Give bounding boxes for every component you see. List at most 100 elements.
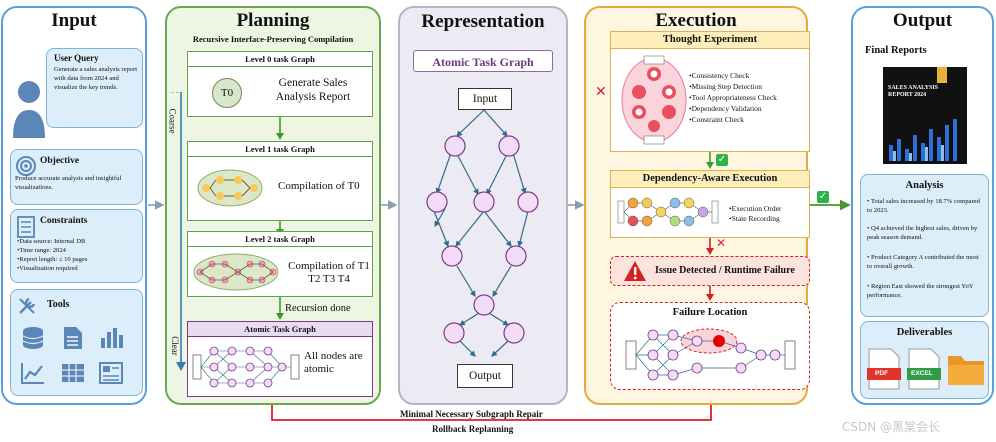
issue-x-icon: ✕: [716, 236, 727, 250]
report-bar-chart: [889, 119, 957, 161]
analysis-card: Analysis • Total sales increased by 18.7…: [860, 174, 989, 317]
level1-graph-box: Level 1 task Graph Compilation of T0: [187, 141, 373, 221]
atomic-graph-thumbnail: [192, 346, 300, 388]
rep-output-box: Output: [457, 364, 513, 388]
line-chart-icon: [21, 363, 44, 384]
rep-input-box: Input: [458, 88, 512, 110]
excel-label: EXCEL: [911, 370, 933, 377]
user-avatar-icon: [13, 81, 45, 138]
arrow-level0-to-level1: [276, 117, 284, 140]
user-query-card: User Query Generate a sales analysis rep…: [46, 48, 143, 128]
thought-experiment-title: Thought Experiment: [611, 32, 809, 49]
deliverables-card: Deliverables PDF EXCEL: [860, 321, 989, 399]
constraints-card: Constraints •Data source: Internal DB •T…: [10, 209, 143, 283]
bookmark-icon: [937, 67, 947, 83]
atomic-text: All nodes are atomic: [304, 350, 363, 375]
pdf-file-icon[interactable]: [867, 348, 901, 390]
target-icon: [16, 156, 36, 176]
objective-card: Objective Produce accurate analysis and …: [10, 149, 143, 205]
planning-panel: Planning Recursive Interface-Preserving …: [165, 6, 381, 405]
wrench-icon: [19, 297, 36, 314]
issue-detected-text: Issue Detected / Runtime Failure: [655, 265, 795, 276]
user-query-text: Generate a sales analysis report with da…: [54, 66, 138, 91]
level2-graph-thumbnail: [193, 253, 279, 291]
repair-label: Minimal Necessary Subgraph Repair: [400, 409, 543, 419]
input-panel: Input User Query Generate a sales analys…: [1, 6, 147, 405]
check-item: •Tool Appropriateness Check: [689, 93, 777, 102]
issue-detected-box: Issue Detected / Runtime Failure: [610, 256, 810, 286]
fail-x-icon: ✕: [595, 84, 607, 100]
report-cover: SALES ANALYSIS REPORT 2024: [883, 67, 967, 164]
warning-icon: [624, 261, 646, 281]
dependency-execution-box: Dependency-Aware Execution •Execution Or…: [610, 170, 810, 238]
level0-node: T0: [212, 78, 242, 108]
level1-graph-thumbnail: [197, 169, 263, 207]
planning-subtitle: Recursive Interface-Preserving Compilati…: [192, 34, 354, 44]
atomic-task-graph: [426, 109, 539, 357]
arrow-dependency-to-issue: [706, 238, 714, 255]
coarse-to-clear-arrow: [171, 92, 186, 371]
constraint-item: •Time range: 2024: [17, 247, 66, 254]
clear-label: Clear: [169, 336, 180, 356]
input-title: Input: [51, 10, 97, 31]
output-pass-check-icon: ✓: [817, 191, 829, 203]
constraints-title: Constraints: [40, 216, 88, 226]
thought-experiment-graph: [621, 55, 687, 145]
constraint-item: •Visualization required: [17, 265, 78, 272]
level2-text: Compilation of T1 T2 T3 T4: [288, 260, 370, 285]
final-reports-label: Final Reports: [865, 45, 927, 56]
level2-title: Level 2 task Graph: [188, 232, 372, 247]
arrow-level2-to-atomic: [276, 297, 284, 320]
pdf-label: PDF: [875, 370, 888, 377]
level0-text: Generate Sales Analysis Report: [275, 77, 351, 103]
failure-location-title: Failure Location: [672, 307, 748, 318]
checklist-icon: [17, 216, 35, 238]
representation-title: Representation: [421, 11, 545, 32]
atomic-task-graph-label: Atomic Task Graph: [413, 50, 553, 72]
output-panel: Output Final Reports SALES ANALYSIS REPO…: [851, 6, 994, 405]
user-query-title: User Query: [54, 53, 99, 63]
recursion-done-label: Recursion done: [285, 303, 351, 314]
database-icon: [22, 327, 44, 349]
watermark: CSDN @黑棠会长: [842, 420, 941, 434]
atomic-graph-box: Atomic Task Graph All nodes are atomic: [187, 321, 373, 397]
document-icon: [64, 327, 82, 349]
tools-title: Tools: [47, 299, 70, 310]
analysis-item: • Product Category A contributed the mos…: [867, 254, 979, 270]
arrow-issue-to-failure: [706, 286, 714, 301]
level1-title: Level 1 task Graph: [188, 142, 372, 157]
atomic-title: Atomic Task Graph: [188, 322, 372, 337]
tools-card: Tools: [10, 289, 143, 396]
analysis-item: • Q4 achieved the highest sales, driven …: [867, 225, 978, 241]
failure-location-graph: [625, 328, 796, 381]
execution-title: Execution: [655, 10, 737, 31]
output-title: Output: [892, 10, 953, 31]
level1-text: Compilation of T0: [278, 180, 360, 192]
check-item: •Dependency Validation: [689, 104, 762, 113]
objective-text: Produce accurate analysis and insightful…: [15, 175, 122, 191]
failure-location-box: Failure Location: [610, 302, 810, 390]
dependency-execution-title: Dependency-Aware Execution: [611, 171, 809, 188]
folder-icon[interactable]: [947, 352, 985, 386]
excel-file-icon[interactable]: [907, 348, 941, 390]
dashboard-icon: [99, 362, 123, 384]
pass-check-icon: ✓: [716, 154, 728, 166]
check-item: •Constraint Check: [689, 115, 744, 124]
coarse-label: Coarse: [167, 108, 178, 134]
level0-title: Level 0 task Graph: [188, 52, 372, 67]
dependency-graph: [617, 197, 719, 227]
replan-label: Rollback Replanning: [432, 424, 514, 434]
dependency-item: •Execution Order: [729, 204, 782, 213]
failure-node: [713, 335, 725, 347]
thought-experiment-box: Thought Experiment •Consistency Check •M…: [610, 31, 810, 152]
analysis-item: • Total sales increased by 18.7% compare…: [867, 198, 980, 214]
dependency-item: •State Recording: [729, 214, 780, 223]
check-item: •Consistency Check: [689, 71, 750, 80]
bar-chart-icon: [101, 328, 123, 348]
report-cover-title: SALES ANALYSIS REPORT 2024: [888, 85, 938, 98]
arrow-thought-to-dependency: [706, 152, 714, 169]
deliverables-title: Deliverables: [896, 327, 953, 338]
analysis-item: • Region East showed the strongest YoY p…: [867, 283, 974, 299]
representation-panel: Representation Atomic Task Graph Input O…: [398, 6, 568, 405]
constraint-item: •Report length: ≤ 10 pages: [17, 256, 88, 263]
